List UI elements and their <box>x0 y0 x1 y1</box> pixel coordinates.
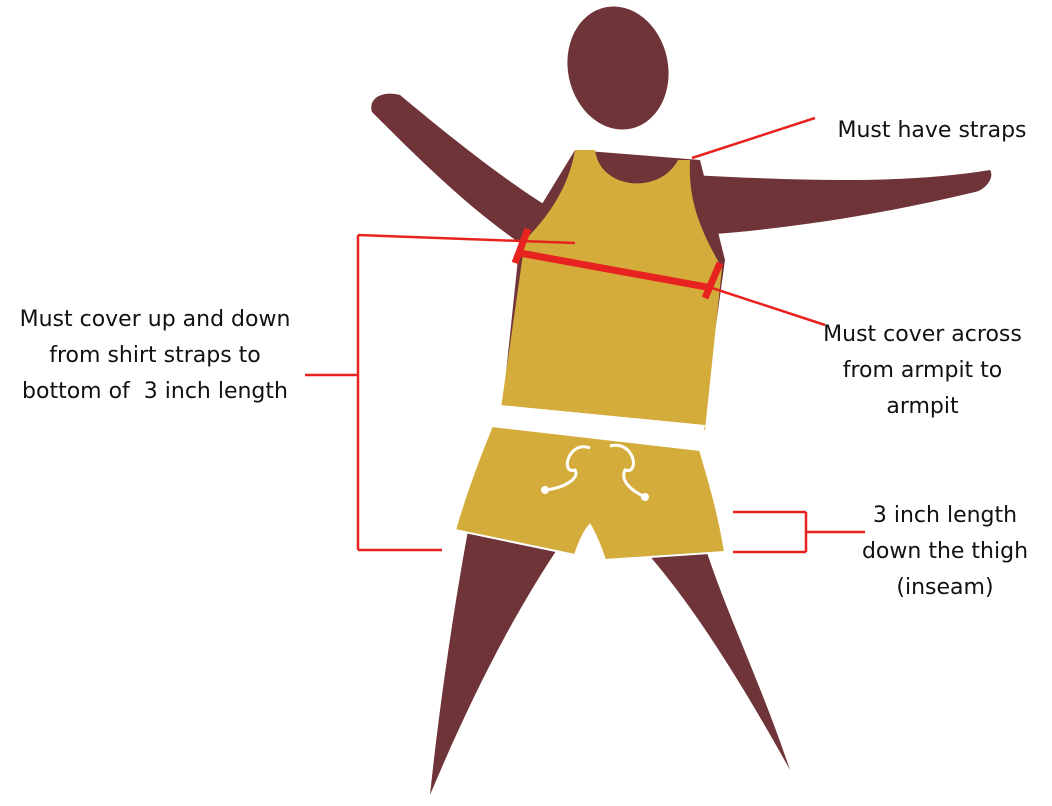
drawstring-left-tip <box>541 486 549 494</box>
left-leg <box>430 520 560 795</box>
coverage-label-line: Must cover up and down <box>0 302 310 338</box>
left-arm <box>371 94 545 250</box>
straps-label: Must have straps <box>812 113 1052 149</box>
inseam-label-line: 3 inch length <box>845 498 1045 534</box>
armpit-label-line: Must cover across <box>800 317 1045 353</box>
armpit-label-line: from armpit to <box>800 353 1045 389</box>
tank-top <box>500 150 722 430</box>
straps-pointer <box>692 118 815 158</box>
inseam-label-line: down the thigh <box>845 534 1045 570</box>
coverage-label-line: bottom of 3 inch length <box>0 374 310 410</box>
coverage-label: Must cover up and down from shirt straps… <box>0 302 310 410</box>
coverage-label-line: from shirt straps to <box>0 338 310 374</box>
drawstring-right-tip <box>641 493 649 501</box>
right-leg <box>640 530 790 770</box>
inseam-label-line: (inseam) <box>845 570 1045 606</box>
straps-label-line: Must have straps <box>812 113 1052 149</box>
armpit-label-line: armpit <box>800 389 1045 425</box>
armpit-label: Must cover across from armpit to armpit <box>800 317 1045 425</box>
inseam-label: 3 inch length down the thigh (inseam) <box>845 498 1045 606</box>
right-arm <box>690 170 991 235</box>
head <box>556 0 680 139</box>
